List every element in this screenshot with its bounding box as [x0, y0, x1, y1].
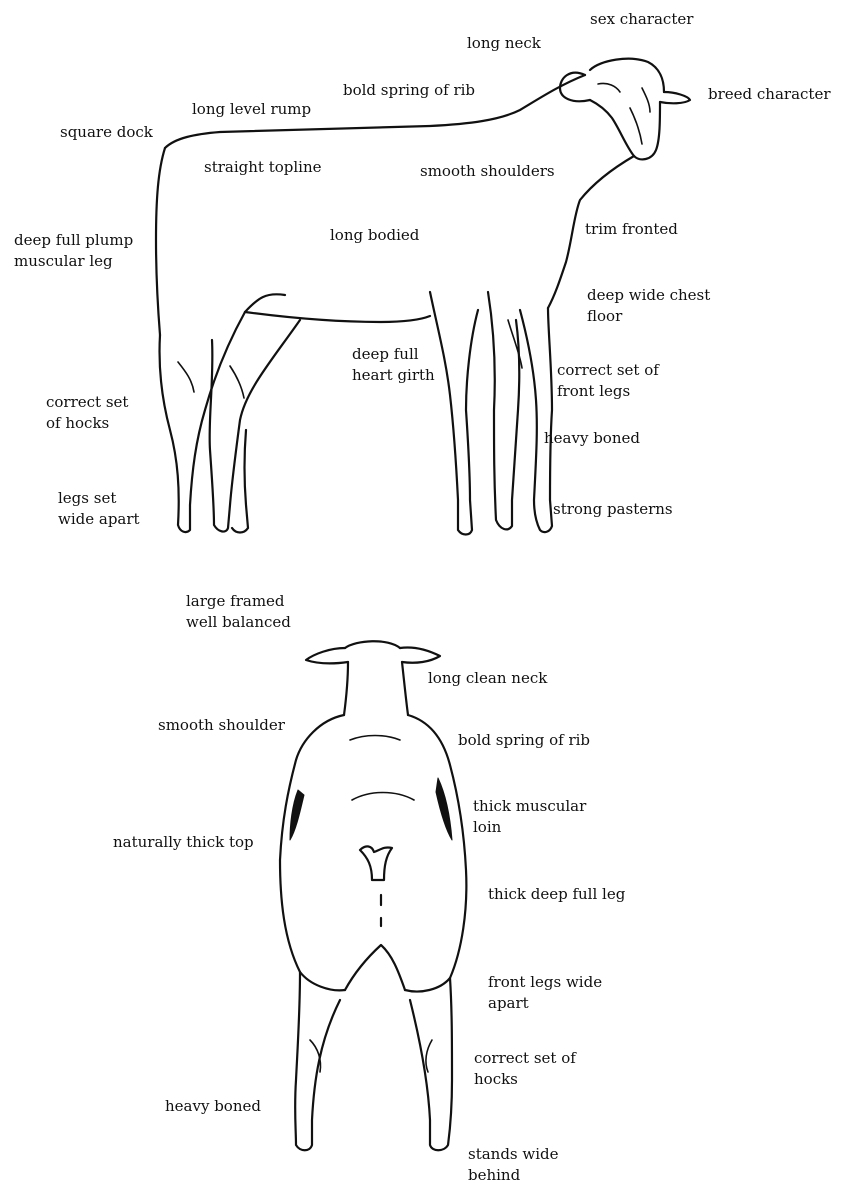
label-naturally-thick-top: naturally thick top — [113, 832, 254, 853]
label-thick-muscular-loin: thick muscular loin — [473, 796, 586, 838]
label-line: correct set of — [474, 1048, 576, 1069]
label-line: wide apart — [58, 509, 140, 530]
label-line: of hocks — [46, 413, 128, 434]
label-correct-set-front-legs: correct set of front legs — [557, 360, 659, 402]
label-bold-spring-of-rib-rear: bold spring of rib — [458, 730, 590, 751]
label-bold-spring-of-rib-side: bold spring of rib — [343, 80, 475, 101]
label-smooth-shoulder: smooth shoulder — [158, 715, 285, 736]
label-line: legs set — [58, 488, 140, 509]
label-heavy-boned-side: heavy boned — [544, 428, 640, 449]
label-line: apart — [488, 993, 602, 1014]
label-large-framed-well-balanced: large framed well balanced — [186, 591, 291, 633]
label-sex-character: sex character — [590, 9, 693, 30]
label-line: hocks — [474, 1069, 576, 1090]
label-breed-character: breed character — [708, 84, 831, 105]
label-line: floor — [587, 306, 710, 327]
label-line: deep full — [352, 344, 435, 365]
label-long-level-rump: long level rump — [192, 99, 311, 120]
label-line: behind — [468, 1165, 559, 1186]
label-strong-pasterns: strong pasterns — [553, 499, 673, 520]
sheep-rear-view-drawing — [0, 580, 843, 1180]
label-legs-set-wide-apart: legs set wide apart — [58, 488, 140, 530]
label-line: large framed — [186, 591, 291, 612]
label-line: well balanced — [186, 612, 291, 633]
label-deep-full-plump-muscular-leg: deep full plump muscular leg — [14, 230, 133, 272]
label-front-legs-wide-apart: front legs wide apart — [488, 972, 602, 1014]
label-line: loin — [473, 817, 586, 838]
label-square-dock: square dock — [60, 122, 153, 143]
label-line: muscular leg — [14, 251, 133, 272]
label-correct-set-of-hocks-side: correct set of hocks — [46, 392, 128, 434]
label-line: correct set — [46, 392, 128, 413]
label-long-bodied: long bodied — [330, 225, 419, 246]
label-smooth-shoulders: smooth shoulders — [420, 161, 555, 182]
label-long-neck: long neck — [467, 33, 541, 54]
label-trim-fronted: trim fronted — [585, 219, 678, 240]
label-straight-topline: straight topline — [204, 157, 322, 178]
label-deep-full-heart-girth: deep full heart girth — [352, 344, 435, 386]
label-line: deep full plump — [14, 230, 133, 251]
label-correct-set-of-hocks-rear: correct set of hocks — [474, 1048, 576, 1090]
label-line: front legs wide — [488, 972, 602, 993]
label-line: front legs — [557, 381, 659, 402]
label-line: thick muscular — [473, 796, 586, 817]
label-line: deep wide chest — [587, 285, 710, 306]
label-line: correct set of — [557, 360, 659, 381]
label-thick-deep-full-leg: thick deep full leg — [488, 884, 625, 905]
label-stands-wide-behind: stands wide behind — [468, 1144, 559, 1186]
label-deep-wide-chest-floor: deep wide chest floor — [587, 285, 710, 327]
label-line: heart girth — [352, 365, 435, 386]
label-heavy-boned-rear: heavy boned — [165, 1096, 261, 1117]
label-long-clean-neck: long clean neck — [428, 668, 547, 689]
label-line: stands wide — [468, 1144, 559, 1165]
